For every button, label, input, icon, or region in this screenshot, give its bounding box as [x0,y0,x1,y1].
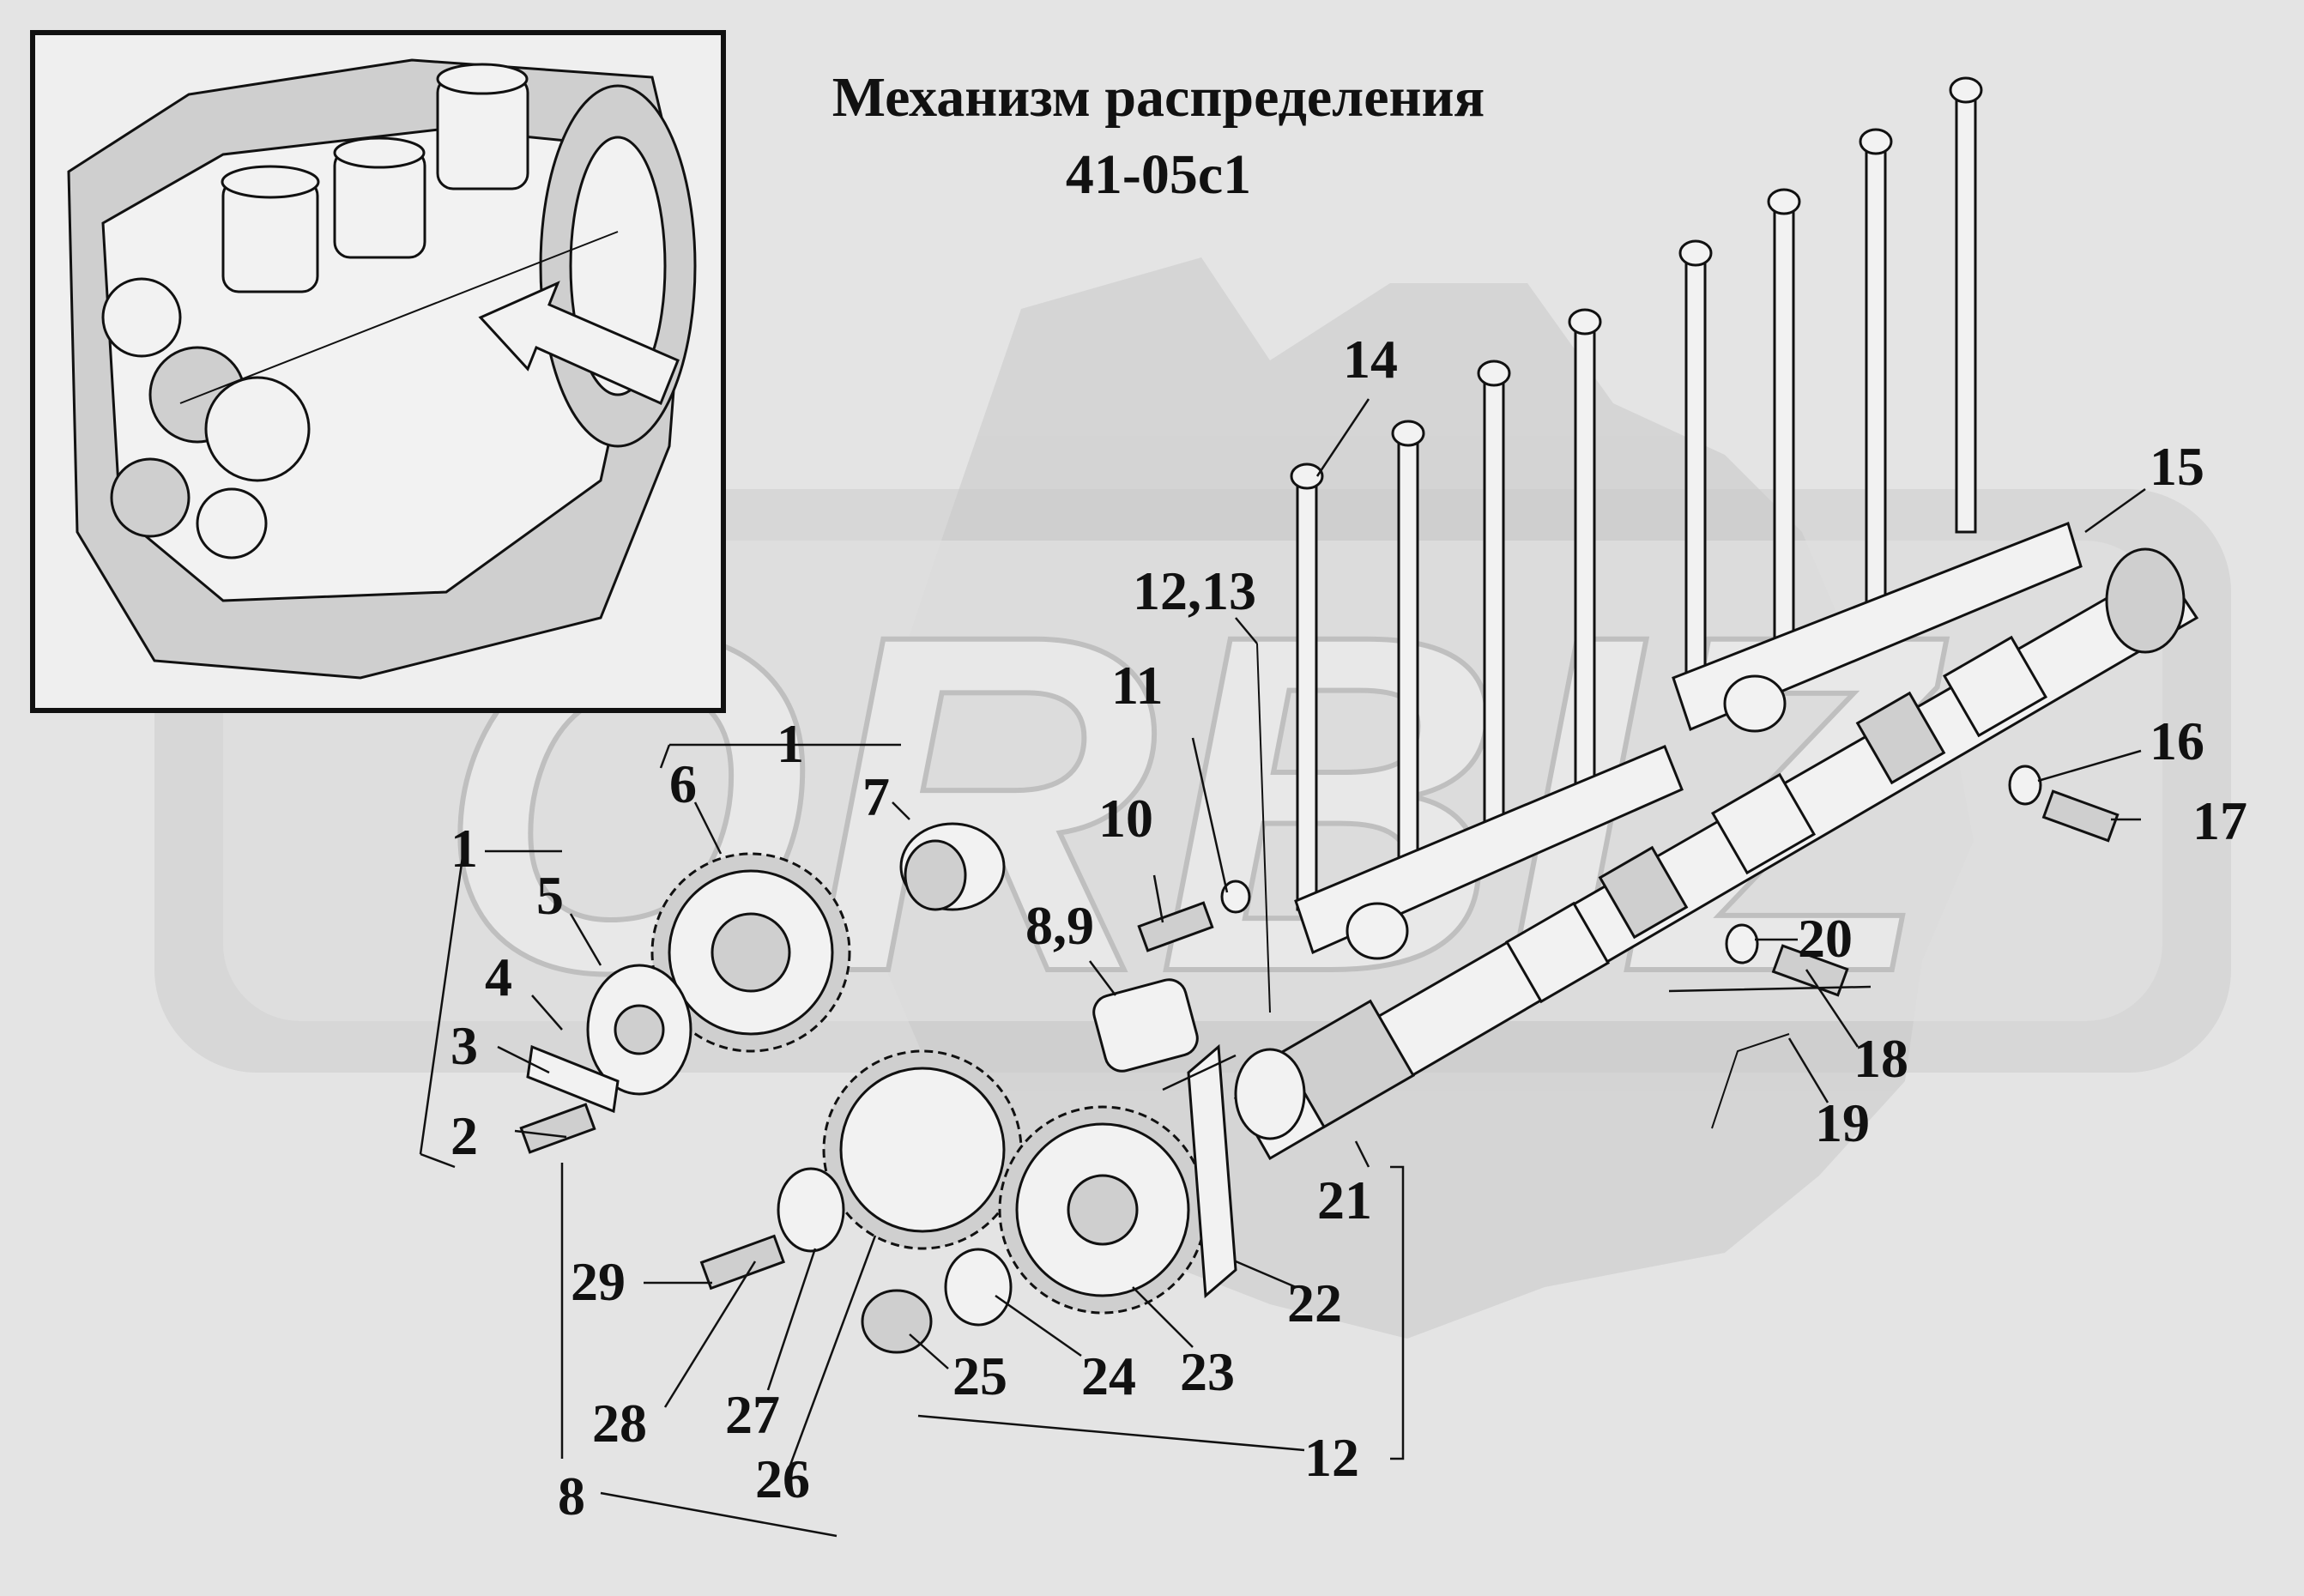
diagram-title-line1: Механизм распределения [832,66,1485,129]
callout-14: 14 [1343,329,1398,390]
gear-26 [822,1049,1023,1250]
rocker-shafts [1294,522,2083,960]
key-19 [1711,1033,1790,1129]
bolt-17 [2041,789,2120,843]
diagram-title-line2: 41-05с1 [1066,143,1251,206]
callout-15: 15 [2150,436,2204,497]
push-rod [1391,420,1425,877]
push-rod [1949,76,1983,534]
callout-10: 10 [1098,788,1153,849]
callout-26: 26 [755,1448,810,1509]
push-rods [1290,76,1983,911]
callout-1-left: 1 [451,818,478,879]
push-rod [1477,360,1511,843]
inset-arrow-icon [478,281,680,406]
callout-22: 22 [1287,1273,1342,1333]
gear-23 [998,1105,1207,1315]
callout-25: 25 [952,1345,1007,1406]
callout-21: 21 [1317,1170,1372,1230]
plate-24 [944,1248,1013,1327]
push-rod [1290,462,1324,911]
callout-27: 27 [725,1384,780,1445]
disc-27 [777,1167,845,1253]
flange-5 [586,964,692,1096]
bolt-2 [519,1103,596,1154]
bolt-18 [1771,944,1849,997]
rocker-shaft-rear [1672,522,2083,732]
callout-5: 5 [536,865,564,926]
callout-12-13: 12,13 [1133,560,1256,621]
callout-11: 11 [1111,655,1163,716]
callout-20: 20 [1798,908,1853,969]
plate-22 [1187,1043,1237,1299]
callout-8-bottom: 8 [558,1466,585,1526]
gear-6 [650,852,851,1053]
callout-7: 7 [862,766,890,827]
camshaft [1233,547,2199,1161]
engine-inset [30,30,726,713]
washer-20 [1725,923,1759,964]
callout-3: 3 [451,1015,478,1076]
pin-12-13 [1256,643,1271,1013]
callout-24: 24 [1081,1345,1136,1406]
callout-19: 19 [1815,1092,1870,1153]
callout-29: 29 [571,1251,626,1312]
bolt-10 [1137,901,1214,952]
washer-16 [2008,765,2042,806]
engine-sketch [67,58,697,680]
push-rod [1678,239,1713,697]
callout-23: 23 [1180,1341,1235,1402]
callout-28: 28 [592,1393,647,1454]
rocker-shaft-front [1294,745,1684,955]
callouts: 1 1 2 3 4 5 6 7 8,9 10 11 12,13 14 15 16… [451,329,2247,1526]
washer-11 [1220,880,1251,914]
callout-1-top: 1 [777,713,804,774]
bushing-7 [899,822,1006,911]
callout-8-9: 8,9 [1025,895,1094,956]
callout-16: 16 [2150,710,2204,771]
callout-18: 18 [1853,1028,1908,1089]
callout-4: 4 [485,946,512,1007]
callout-12-bottom: 12 [1304,1427,1359,1488]
push-rod [1859,128,1893,620]
lock-plate-3-4 [526,1044,620,1114]
leader-lines [419,398,2146,1538]
callout-2: 2 [451,1105,478,1166]
callout-6: 6 [669,753,697,814]
callout-17: 17 [2192,790,2247,851]
bushing-8-9 [1092,978,1199,1073]
